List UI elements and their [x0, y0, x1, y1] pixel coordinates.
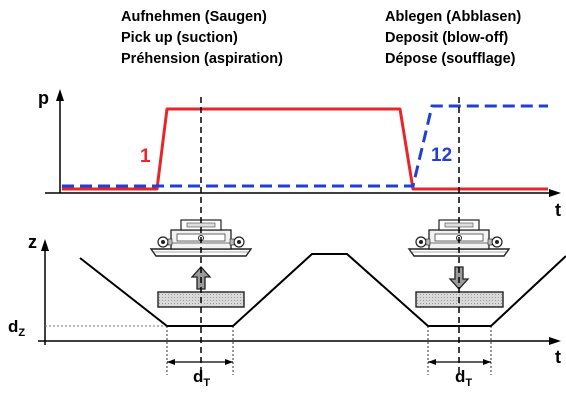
stroke-chart: z t dZ dT dT — [8, 219, 566, 389]
stroke-y-arrowhead — [41, 239, 49, 251]
pickup-heading-en: Pick up (suction) — [121, 30, 238, 46]
stroke-y-label: z — [28, 232, 37, 252]
stroke-x-label: t — [555, 347, 561, 367]
vacuum-curve — [62, 107, 548, 191]
dt-right-arrow-a — [428, 359, 436, 365]
blowoff-curve — [62, 104, 548, 188]
stroke-profile — [79, 253, 566, 327]
dt-left-label: dT — [193, 367, 210, 389]
pickup-heading: Aufnehmen (Saugen) Pick up (suction) Pré… — [121, 7, 283, 70]
stroke-x-arrowhead — [549, 337, 561, 345]
pressure-x-arrowhead — [549, 189, 561, 197]
pickup-heading-de: Aufnehmen (Saugen) — [121, 9, 267, 25]
deposit-heading-fr: Dépose (soufflage) — [385, 51, 516, 67]
dt-left-arrow-b — [225, 359, 233, 365]
deposit-heading: Ablegen (Abblasen) Deposit (blow-off) Dé… — [385, 7, 521, 70]
pressure-chart: p t 1 12 — [38, 88, 561, 220]
deposit-heading-en: Deposit (blow-off) — [385, 30, 509, 46]
pressure-y-arrowhead — [56, 89, 64, 101]
dt-left-arrow-a — [167, 359, 175, 365]
pressure-y-label: p — [38, 88, 49, 108]
blowoff-curve-label: 12 — [431, 145, 452, 166]
dz-label: dZ — [8, 317, 25, 339]
pressure-x-label: t — [555, 200, 561, 220]
dt-right-arrow-b — [483, 359, 491, 365]
dt-right-label: dT — [455, 367, 472, 389]
deposit-heading-de: Ablegen (Abblasen) — [385, 9, 522, 25]
pickup-heading-fr: Préhension (aspiration) — [121, 51, 283, 67]
vacuum-curve-label: 1 — [140, 146, 151, 167]
